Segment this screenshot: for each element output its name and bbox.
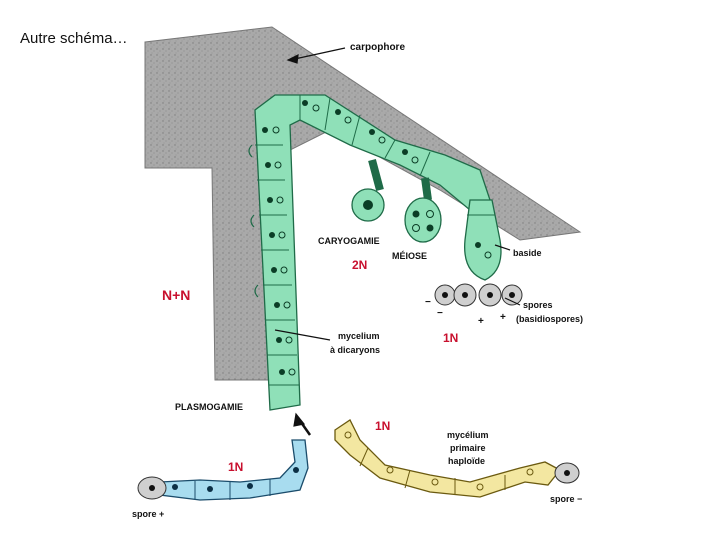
slide-title: Autre schéma…: [20, 30, 128, 47]
label-baside: baside: [513, 248, 542, 258]
sign-plus-b: +: [500, 312, 506, 323]
label-meiose: MÉIOSE: [392, 251, 427, 261]
primary-mycelium-yellow: [334, 419, 580, 498]
label-spore-minus: spore −: [550, 494, 582, 504]
label-mycelium-primaire-line1: mycélium: [447, 430, 489, 440]
label-mycelium-dicaryons-line2: à dicaryons: [330, 345, 380, 355]
ploidy-1n-yellow: 1N: [375, 419, 390, 433]
label-caryogamie: CARYOGAMIE: [318, 236, 380, 246]
sign-plus-a: +: [478, 316, 484, 327]
basidium: [464, 199, 502, 281]
sign-minus-b: −: [437, 308, 443, 319]
dikaryotic-mycelium: [248, 94, 491, 411]
label-mycelium-primaire-line3: haploïde: [448, 456, 485, 466]
primary-mycelium-blue: [137, 439, 309, 501]
label-spores-line1: spores: [523, 300, 553, 310]
label-mycelium-primaire-line2: primaire: [450, 443, 486, 453]
sign-minus-a: −: [425, 297, 431, 308]
label-mycelium-dicaryons-line1: mycelium: [338, 331, 380, 341]
meiosis-cell: [404, 177, 442, 243]
label-spores-line2: (basidiospores): [516, 314, 583, 324]
ploidy-2n: 2N: [352, 258, 367, 272]
ploidy-nn: N+N: [162, 287, 190, 303]
label-spore-plus: spore +: [132, 509, 164, 519]
label-plasmogamie: PLASMOGAMIE: [175, 402, 243, 412]
caryogamy-cell: [351, 158, 385, 222]
ploidy-1n-spores: 1N: [443, 331, 458, 345]
carpophore-shape: [144, 26, 582, 381]
label-carpophore: carpophore: [350, 42, 405, 53]
ploidy-1n-blue: 1N: [228, 460, 243, 474]
basidiospores: [434, 283, 523, 307]
